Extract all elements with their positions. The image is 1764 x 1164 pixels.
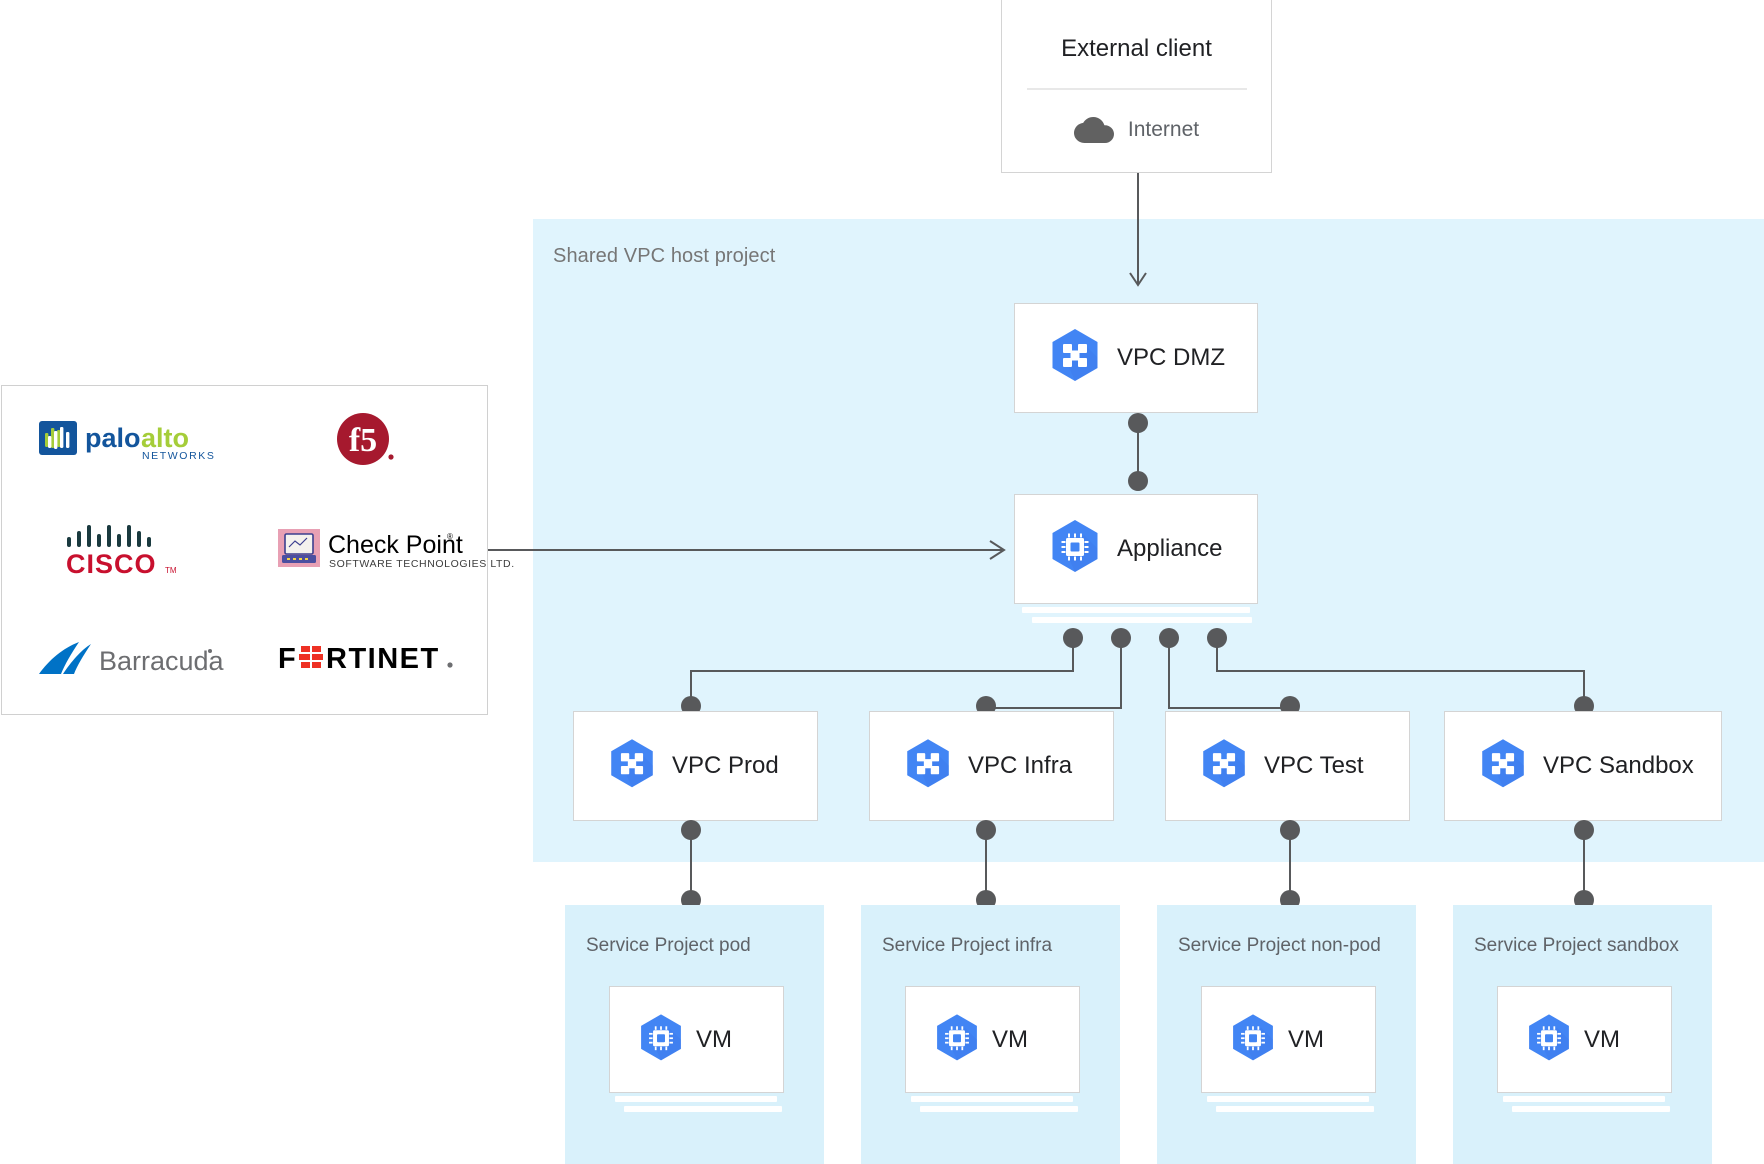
vpc-network-icon bbox=[1479, 739, 1527, 793]
node-vpc-prod[interactable]: VPC Prod bbox=[573, 711, 818, 821]
vm-chip-icon bbox=[1230, 1013, 1276, 1066]
vendor-fortinet: F RTINET bbox=[278, 640, 454, 680]
svg-text:palo: palo bbox=[85, 423, 141, 453]
internet-connection-row: Internet bbox=[1001, 112, 1272, 148]
vpc-network-icon bbox=[904, 739, 952, 793]
vm-card-infra[interactable]: VM bbox=[905, 986, 1080, 1093]
cisco-logo: CISCO TM bbox=[61, 521, 185, 579]
node-vpc-dmz[interactable]: VPC DMZ bbox=[1014, 303, 1258, 413]
vm-chip-icon bbox=[934, 1013, 980, 1066]
vm-chip-icon bbox=[1049, 520, 1101, 578]
vm-card-pod[interactable]: VM bbox=[609, 986, 784, 1093]
appliance-vendors-grid: palo alto NETWORKS f5 bbox=[1, 385, 514, 715]
node-label: VPC Infra bbox=[968, 752, 1073, 779]
svg-text:TM: TM bbox=[165, 566, 177, 575]
service-project-title: Service Project sandbox bbox=[1474, 935, 1679, 956]
vm-stack-shelves bbox=[609, 1096, 784, 1118]
service-project-title: Service Project pod bbox=[586, 935, 751, 956]
node-appliance[interactable]: Appliance bbox=[1014, 494, 1258, 604]
fortinet-logo: F RTINET bbox=[278, 640, 454, 680]
f5-logo: f5 bbox=[335, 411, 397, 469]
node-label: VPC Prod bbox=[672, 752, 779, 779]
vm-card-sandbox[interactable]: VM bbox=[1497, 986, 1672, 1093]
svg-text:Check Point: Check Point bbox=[328, 531, 463, 559]
divider bbox=[1027, 88, 1247, 90]
vendor-checkpoint: Check Point ® SOFTWARE TECHNOLOGIES LTD. bbox=[278, 525, 514, 575]
connector-vendors-to-appliance bbox=[488, 538, 1018, 562]
vm-stack-shelves bbox=[1201, 1096, 1376, 1118]
svg-text:RTINET: RTINET bbox=[326, 643, 440, 675]
service-project-title: Service Project non-pod bbox=[1178, 935, 1381, 956]
svg-text:F: F bbox=[278, 643, 297, 675]
vm-label: VM bbox=[1288, 1025, 1324, 1053]
barracuda-logo: Barracuda bbox=[33, 636, 224, 684]
vendor-paloalto: palo alto NETWORKS bbox=[38, 417, 214, 463]
svg-text:f5: f5 bbox=[349, 422, 377, 459]
vpc-network-icon bbox=[1049, 329, 1101, 387]
node-label: VPC Sandbox bbox=[1543, 752, 1694, 779]
connector-internet-to-dmz bbox=[1128, 173, 1148, 303]
svg-text:®: ® bbox=[447, 532, 453, 541]
vm-card-non-pod[interactable]: VM bbox=[1201, 986, 1376, 1093]
svg-text:NETWORKS: NETWORKS bbox=[142, 450, 215, 462]
appliance-vendors-panel bbox=[1, 385, 488, 715]
node-label: VPC Test bbox=[1264, 752, 1364, 779]
svg-text:CISCO: CISCO bbox=[66, 549, 157, 579]
internet-label: Internet bbox=[1127, 118, 1200, 141]
checkpoint-logo: Check Point ® SOFTWARE TECHNOLOGIES LTD. bbox=[278, 525, 514, 575]
node-vpc-infra[interactable]: VPC Infra bbox=[869, 711, 1114, 821]
vendor-f5: f5 bbox=[335, 411, 397, 469]
svg-text:alto: alto bbox=[141, 423, 189, 453]
connector-dot bbox=[1128, 471, 1148, 491]
svg-text:SOFTWARE TECHNOLOGIES LTD.: SOFTWARE TECHNOLOGIES LTD. bbox=[329, 558, 515, 570]
shared-vpc-host-project-label: Shared VPC host project bbox=[553, 245, 776, 267]
appliance-stack-shelves bbox=[1014, 607, 1258, 629]
vm-label: VM bbox=[696, 1025, 732, 1053]
vm-stack-shelves bbox=[905, 1096, 1080, 1118]
vm-chip-icon bbox=[638, 1013, 684, 1066]
cloud-icon bbox=[1073, 116, 1114, 144]
connector-segment bbox=[1137, 423, 1139, 481]
vendor-barracuda: Barracuda bbox=[33, 636, 224, 684]
node-vpc-sandbox[interactable]: VPC Sandbox bbox=[1444, 711, 1722, 821]
node-label: Appliance bbox=[1117, 535, 1223, 562]
vpc-network-icon bbox=[608, 739, 656, 793]
vm-chip-icon bbox=[1526, 1013, 1572, 1066]
external-client-title: External client bbox=[1061, 35, 1212, 62]
node-label: VPC DMZ bbox=[1117, 344, 1225, 371]
connector-dmz-to-appliance bbox=[1126, 413, 1150, 491]
vendor-cisco: CISCO TM bbox=[61, 521, 185, 579]
svg-text:Barracuda: Barracuda bbox=[99, 646, 225, 676]
vm-label: VM bbox=[992, 1025, 1028, 1053]
paloalto-logo: palo alto NETWORKS bbox=[38, 417, 214, 463]
service-project-title: Service Project infra bbox=[882, 935, 1053, 956]
external-client-box bbox=[1001, 0, 1272, 173]
vm-stack-shelves bbox=[1497, 1096, 1672, 1118]
node-vpc-test[interactable]: VPC Test bbox=[1165, 711, 1410, 821]
vpc-network-icon bbox=[1200, 739, 1248, 793]
vm-label: VM bbox=[1584, 1025, 1620, 1053]
